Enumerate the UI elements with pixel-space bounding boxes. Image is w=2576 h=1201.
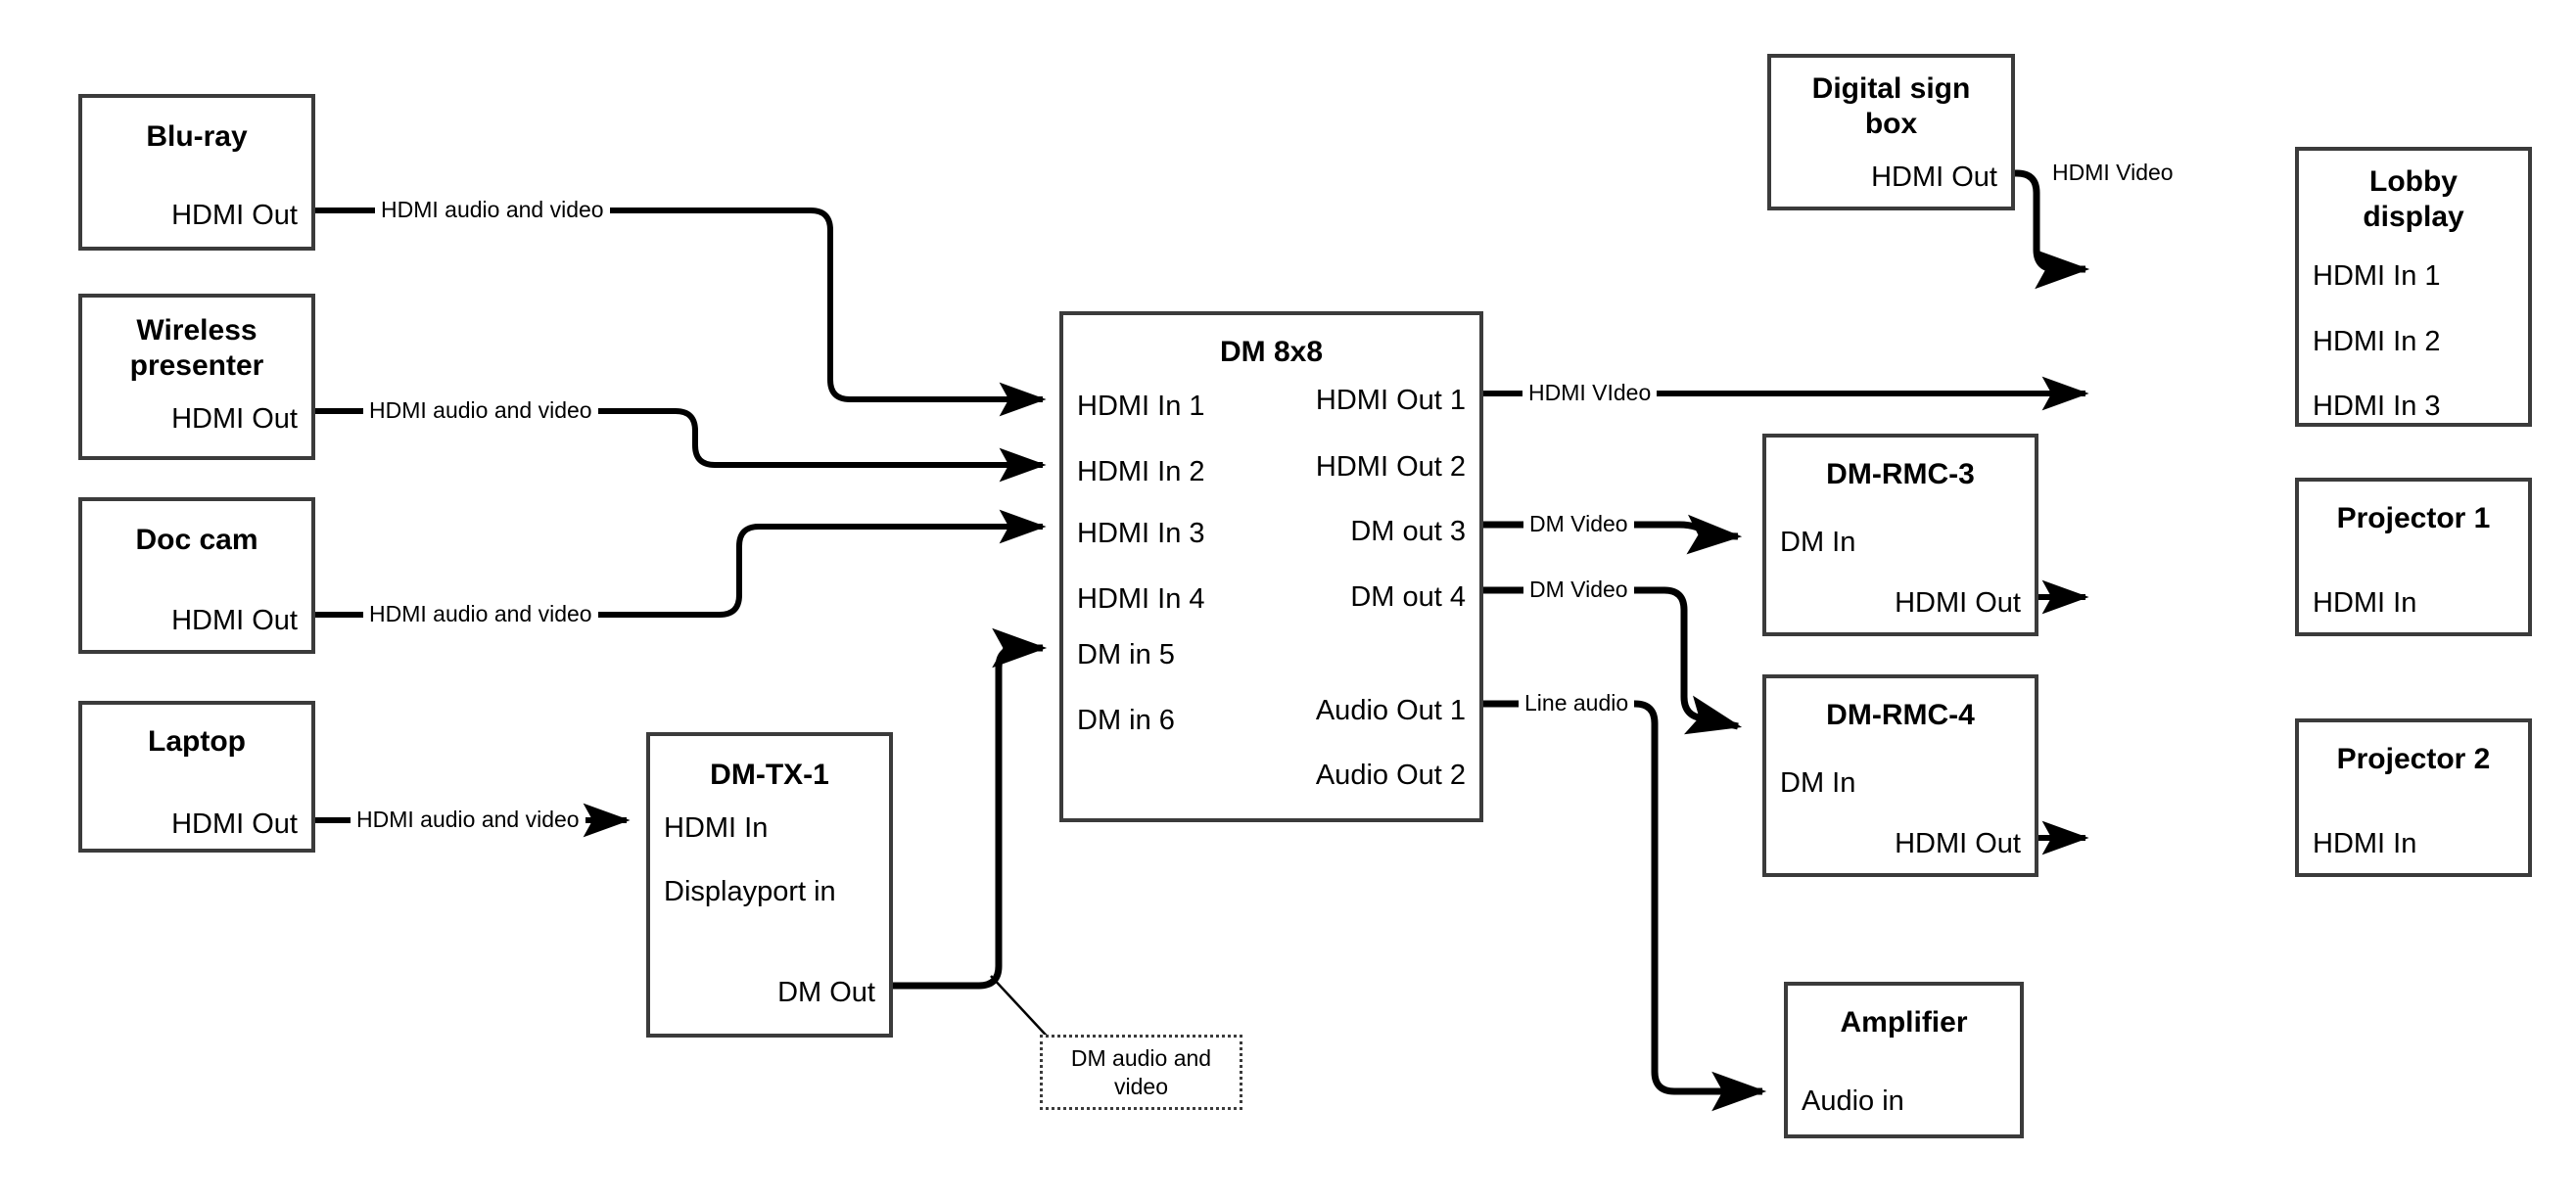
- node-dm-8x8-input-1: HDMI In 1: [1077, 391, 1205, 422]
- node-dm-8x8[interactable]: DM 8x8 HDMI In 1 HDMI In 2 HDMI In 3 HDM…: [1059, 311, 1483, 822]
- node-digital-sign-box-title-line2: box: [1864, 108, 1918, 140]
- node-dm-rmc-4-title: DM-RMC-4: [1826, 699, 1975, 731]
- node-dm-8x8-input-2: HDMI In 2: [1077, 456, 1205, 487]
- wire-label-doccam-to-dm: HDMI audio and video: [363, 603, 598, 625]
- node-doc-cam-port-hdmi-out: HDMI Out: [171, 605, 298, 636]
- node-dm-rmc-4-port-hdmi-out: HDMI Out: [1895, 828, 2021, 859]
- node-dm-tx-1[interactable]: DM-TX-1 HDMI In Displayport in DM Out: [646, 732, 893, 1038]
- node-laptop-title: Laptop: [148, 725, 246, 758]
- node-wireless-presenter[interactable]: Wireless presenter HDMI Out: [78, 294, 315, 460]
- node-lobby-display-input-2: HDMI In 2: [2313, 326, 2441, 357]
- node-dm-rmc-3-title: DM-RMC-3: [1826, 458, 1975, 490]
- node-amplifier[interactable]: Amplifier Audio in: [1784, 982, 2024, 1138]
- node-dm-tx-1-port-displayport-in: Displayport in: [664, 876, 836, 907]
- node-dm-8x8-input-3: HDMI In 3: [1077, 518, 1205, 549]
- node-lobby-display-input-1: HDMI In 1: [2313, 260, 2441, 292]
- node-dm-8x8-output-5: Audio Out 1: [1315, 695, 1466, 726]
- node-laptop[interactable]: Laptop HDMI Out: [78, 701, 315, 853]
- wire-label-signbox-to-lobby: HDMI Video: [2046, 162, 2179, 184]
- node-dm-8x8-input-6: DM in 6: [1077, 705, 1175, 736]
- node-projector-2-title: Projector 2: [2336, 743, 2491, 775]
- node-bluray[interactable]: Blu-ray HDMI Out: [78, 94, 315, 251]
- node-doc-cam[interactable]: Doc cam HDMI Out: [78, 497, 315, 654]
- node-bluray-title: Blu-ray: [146, 120, 248, 153]
- wire-label-dm-out-4: DM Video: [1523, 578, 1634, 601]
- node-dm-rmc-3-port-dm-in: DM In: [1780, 527, 1856, 558]
- node-dm-8x8-output-2: HDMI Out 2: [1315, 451, 1466, 483]
- node-digital-sign-box-port-hdmi-out: HDMI Out: [1871, 162, 1997, 193]
- node-dm-8x8-output-3: DM out 3: [1350, 516, 1466, 547]
- node-amplifier-title: Amplifier: [1840, 1006, 1968, 1039]
- wire-label-bluray-to-dm: HDMI audio and video: [375, 199, 610, 221]
- wire-bluray-to-dm-in1: [315, 208, 1047, 417]
- wire-label-dm-audio-out-1: Line audio: [1519, 692, 1635, 715]
- node-projector-2-port-hdmi-in: HDMI In: [2313, 828, 2417, 859]
- node-dm-rmc-3[interactable]: DM-RMC-3 DM In HDMI Out: [1762, 434, 2038, 636]
- wire-label-dm-hdmi-out-1: HDMI VIdeo: [1522, 382, 1658, 404]
- node-dm-rmc-4[interactable]: DM-RMC-4 DM In HDMI Out: [1762, 674, 2038, 877]
- node-dm-8x8-input-5: DM in 5: [1077, 639, 1175, 670]
- node-dm-tx-1-title: DM-TX-1: [710, 759, 829, 791]
- node-lobby-display-title-line1: Lobby: [2369, 165, 2458, 198]
- node-lobby-display[interactable]: Lobby display HDMI In 1 HDMI In 2 HDMI I…: [2295, 147, 2532, 427]
- node-projector-1-title: Projector 1: [2336, 502, 2491, 534]
- node-wireless-presenter-port-hdmi-out: HDMI Out: [171, 403, 298, 435]
- node-projector-2[interactable]: Projector 2 HDMI In: [2295, 718, 2532, 877]
- node-dm-8x8-output-4: DM out 4: [1350, 581, 1466, 613]
- node-dm-rmc-3-port-hdmi-out: HDMI Out: [1895, 587, 2021, 619]
- node-digital-sign-box-title-line1: Digital sign: [1811, 72, 1971, 105]
- node-dm-8x8-input-4: HDMI In 4: [1077, 583, 1205, 615]
- wire-dmtx-out-to-dm-in5: [893, 627, 1048, 990]
- node-dm-tx-1-port-hdmi-in: HDMI In: [664, 812, 769, 844]
- node-wireless-presenter-title-line2: presenter: [129, 349, 264, 382]
- node-dm-8x8-output-6: Audio Out 2: [1315, 760, 1466, 791]
- node-amplifier-port-audio-in: Audio in: [1802, 1086, 1904, 1117]
- node-dm-8x8-output-1: HDMI Out 1: [1315, 385, 1466, 416]
- node-digital-sign-box[interactable]: Digital sign box HDMI Out: [1767, 54, 2015, 210]
- node-dm-8x8-title: DM 8x8: [1219, 336, 1324, 368]
- wire-label-dm-out-3: DM Video: [1523, 513, 1634, 535]
- node-lobby-display-input-3: HDMI In 3: [2313, 391, 2441, 422]
- node-dm-tx-1-port-dm-out: DM Out: [777, 977, 875, 1008]
- wire-dm-audioout1-to-amplifier: [1481, 700, 1767, 1112]
- wire-label-laptop-to-dmtx: HDMI audio and video: [351, 808, 585, 831]
- node-projector-1[interactable]: Projector 1 HDMI In: [2295, 478, 2532, 636]
- wire-label-wireless-to-dm: HDMI audio and video: [363, 399, 598, 422]
- callout-dm-audio-line1: DM audio and: [1070, 1045, 1212, 1072]
- callout-dm-audio-and-video: DM audio and video: [1040, 1035, 1242, 1110]
- node-dm-rmc-4-port-dm-in: DM In: [1780, 767, 1856, 799]
- node-bluray-port-hdmi-out: HDMI Out: [171, 200, 298, 231]
- callout-dm-audio-line2: video: [1114, 1073, 1168, 1099]
- node-laptop-port-hdmi-out: HDMI Out: [171, 808, 298, 840]
- node-lobby-display-title-line2: display: [2363, 201, 2464, 233]
- node-doc-cam-title: Doc cam: [135, 524, 258, 556]
- node-projector-1-port-hdmi-in: HDMI In: [2313, 587, 2417, 619]
- node-wireless-presenter-title-line1: Wireless: [136, 314, 258, 346]
